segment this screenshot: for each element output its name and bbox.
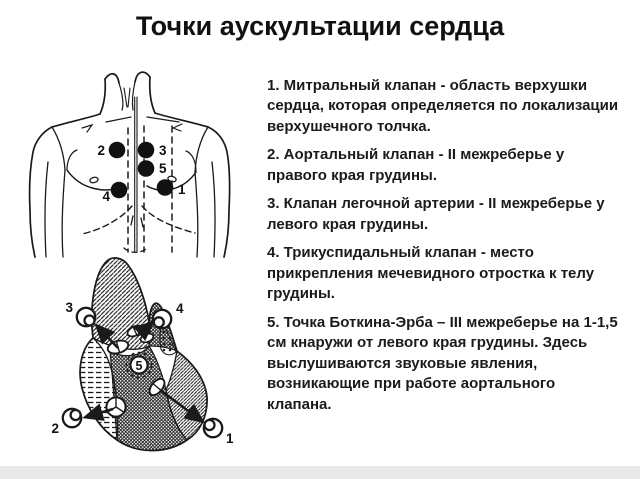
heart-point-markers: [61, 306, 224, 439]
footer-strip: [0, 466, 640, 479]
torso-point-1-dot: [156, 179, 174, 196]
torso-point-5-label: 5: [159, 161, 167, 176]
torso-point-4-label: 4: [102, 189, 110, 204]
torso-point-4-dot: [110, 181, 128, 199]
torso-point-3-label: 3: [159, 143, 167, 158]
heart-diagram: 5 3 4 2 1: [51, 257, 234, 452]
auscultation-point-list: 1. Митральный клапан - область верхушки …: [267, 76, 619, 423]
heart-point-5-label: 5: [136, 359, 143, 373]
list-item-2: 2. Аортальный клапан - II межреберье у п…: [267, 146, 565, 184]
torso-point-5-dot: [137, 160, 155, 177]
heart-point-1-label: 1: [226, 431, 234, 446]
heart-point-labels: 3 4 2 1: [51, 300, 234, 446]
auscultation-point-markers: [108, 141, 174, 199]
torso-point-1-label: 1: [178, 182, 186, 197]
torso-point-2-dot: [108, 141, 126, 159]
valve-arrows: [82, 320, 206, 424]
heart-point-3-label: 3: [65, 300, 73, 315]
slide-title: Точки аускультации сердца: [135, 11, 505, 41]
list-item-1: 1. Митральный клапан - область верхушки …: [267, 77, 619, 135]
torso-point-labels: 2 3 5 4 1: [97, 143, 186, 204]
heart-point-4-label: 4: [176, 301, 184, 316]
torso-point-2-label: 2: [97, 143, 105, 158]
list-item-3: 3. Клапан легочной артерии - II межребер…: [267, 195, 605, 233]
heart-point-5-marker: 5: [125, 351, 153, 379]
list-item-5: 5. Точка Боткина-Эрба – III межреберье н…: [267, 313, 618, 413]
torso-point-3-dot: [137, 141, 155, 159]
torso-diagram: 2 3 5 4 1: [28, 71, 231, 258]
list-item-4: 4. Трикуспидальный клапан - место прикре…: [267, 244, 595, 303]
heart-point-2-label: 2: [51, 421, 59, 436]
